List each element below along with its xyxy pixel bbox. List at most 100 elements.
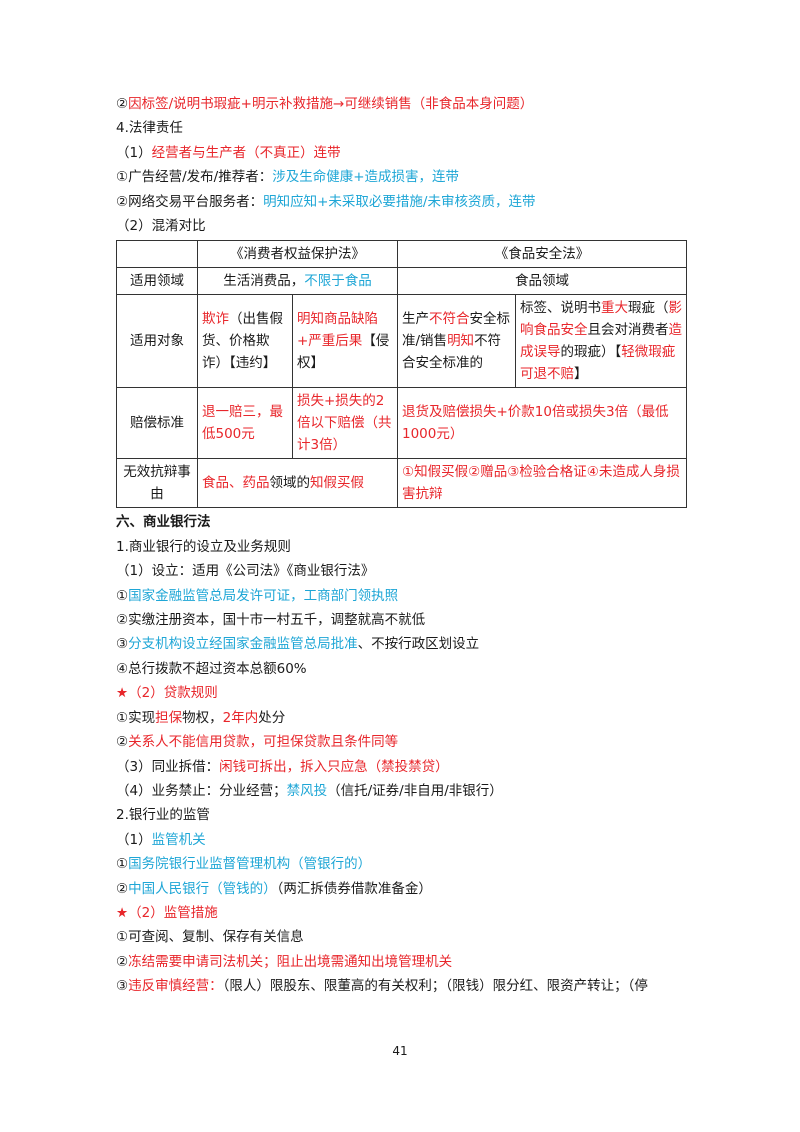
table-row-objects: 适用对象 欺诈（出售假货、价格欺诈）【违约】 明知商品缺陷+严重后果【侵权】 生… [116,294,687,389]
text-run: ★（2）监管措施 [116,904,218,921]
text-run: ① [116,587,129,604]
text-run: 不限于食品 [304,273,372,290]
text-run: 生活消费品， [223,273,305,290]
text-run: 明知商品缺陷+严重后果 [297,311,378,350]
text-run: ② [116,96,129,112]
text-run: 经营者与生产者（不真正）连带 [151,144,341,161]
text-run: （两汇拆债券借款准备金） [276,880,432,897]
line-capital: ②实缴注册资本，国十市一村五千，调整就高不就低 [116,608,696,632]
text-run: 知假买假 [310,475,364,492]
cell-objects-label: 标签、说明书重大瑕疵（影响食品安全且会对消费者造成误导的瑕疵）【轻微瑕疵可退不赔… [515,294,687,389]
cell-comp-food: 退货及赔偿损失+价款10倍或损失3倍（最低1000元） [397,387,687,460]
line-collateral: ①实现担保物权，2年内处分 [116,706,696,730]
line-prohibitions: （4）业务禁止：分业经营；禁风投（信托/证券/非自用/非银行） [116,779,696,803]
cell-defense-food: ①知假买假②赠品③检验合格证④未造成人身损害抗辩 [397,458,687,509]
text-run: 担保 [155,709,183,726]
cell-objects-fraud: 欺诈（出售假货、价格欺诈）【违约】 [197,294,293,389]
heading-supervision: 2.银行业的监管 [116,803,696,827]
line-license: ①国家金融监管总局发许可证，工商部门领执照 [116,584,696,608]
line-loan-rules: ★（2）贷款规则 [116,681,696,705]
text-run: 【 [614,344,622,361]
text-run: 不符合 [429,311,470,328]
text-run: ①广告经营/发布/推荐者： [116,169,273,186]
text-run: 闲钱可拆出，拆入只应急（禁投禁贷） [219,758,449,775]
text-run: ② [116,734,129,751]
row-label-invalid-defense: 无效抗辩事由 [116,458,198,509]
line-joint-liability: （1）经营者与生产者（不真正）连带 [116,141,696,165]
line-confusion-compare: （2）混淆对比 [116,214,696,238]
cell-objects-defect: 明知商品缺陷+严重后果【侵权】 [292,294,398,389]
text-run: 轻微瑕疵可退不赔 [520,344,676,383]
text-run: 分支机构设立经国家金融监管总局批准 [128,636,358,653]
text-run: 欺诈 [202,311,229,328]
text-run: 标签、说明书 [520,300,601,317]
text-run: 1.商业银行的设立及业务规则 [116,538,291,555]
line-state-council: ①国务院银行业监督管理机构（管银行的） [116,852,696,876]
text-run: 关系人不能信用贷款，可担保贷款且条件同等 [128,734,399,751]
text-run: 、不按行政区划设立 [357,636,480,653]
table-row-scope: 适用领域 生活消费品，不限于食品 食品领域 [116,267,687,296]
text-run: ② [116,953,129,970]
header-food-safety-law: 《食品安全法》 [397,240,687,269]
text-run: 造成误导 [520,322,682,361]
text-run: ①知假买假②赠品③检验合格证④未造成人身损害抗辩 [402,464,680,503]
comparison-table: 《消费者权益保护法》 《食品安全法》 适用领域 生活消费品，不限于食品 食品领域… [116,240,687,509]
line-establishment: （1）设立：适用《公司法》《商业银行法》 [116,559,696,583]
line-regulators: （1）监管机关 [116,828,696,852]
text-run: ② [116,880,129,897]
line-allocation: ④总行拨款不超过资本总额60% [116,657,696,681]
text-run: 六、商业银行法 [116,514,211,531]
text-run: 安全标准/销售 [402,311,510,350]
text-run: （1）设立：适用《公司法》《商业银行法》 [116,563,375,580]
line-measures: ★（2）监管措施 [116,901,696,925]
text-run: 生产 [402,311,429,328]
heading-establishment-rules: 1.商业银行的设立及业务规则 [116,535,696,559]
row-label-compensation: 赔偿标准 [116,387,198,460]
row-label-scope: 适用领域 [116,267,198,296]
line-interbank: （3）同业拆借：闲钱可拆出，拆入只应急（禁投禁贷） [116,755,696,779]
text-block-top: ②因标签/说明书瑕疵+明示补救措施→可继续销售（非食品本身问题）4.法律责任（1… [116,92,696,238]
text-run: 冻结需要申请司法机关；阻止出境需通知出境管理机关 [128,953,453,970]
text-run: ①可查阅、复制、保存有关信息 [116,929,304,946]
text-run: 禁风投 [286,782,328,799]
text-run: ③ [116,978,129,995]
table-row-invalid-defense: 无效抗辩事由 食品、药品领域的知假买假 ①知假买假②赠品③检验合格证④未造成人身… [116,458,687,509]
text-run: （限人）限股东、限董高的有关权利；（限钱）限分红、限资产转让；（停 [222,978,648,995]
text-run: 2.银行业的监管 [116,807,210,824]
text-run: 的瑕疵） [560,344,615,361]
page-number: 41 [392,1044,408,1058]
document-page: ②因标签/说明书瑕疵+明示补救措施→可继续销售（非食品本身问题）4.法律责任（1… [116,92,696,999]
text-run: （4）业务禁止：分业经营； [116,782,287,799]
text-block-bottom: 六、商业银行法 1.商业银行的设立及业务规则 （1）设立：适用《公司法》《商业银行法… [116,510,696,998]
text-run: 监管机关 [151,831,206,848]
text-run: （3）同业拆借： [116,758,220,775]
text-run: ③ [116,636,129,653]
text-run: 【侵权】 [297,333,390,372]
text-run: 不符合安全标准的 [402,333,502,372]
text-run: 物权， [182,709,223,726]
text-run: 食品、药品 [202,475,270,492]
line-inspect: ①可查阅、复制、保存有关信息 [116,925,696,949]
text-run: 食品领域 [515,273,569,290]
table-header-row: 《消费者权益保护法》 《食品安全法》 [116,240,687,269]
text-run: 损失+损失的2倍以下赔偿（共计3倍） [297,393,392,454]
text-run: 国家金融监管总局发许可证，工商部门领执照 [128,587,399,604]
table-corner-cell [116,240,198,269]
line-platform: ②网络交易平台服务者：明知应知+未采取必要措施/未审核资质，连带 [116,190,696,214]
text-run: 涉及生命健康+造成损害，连带 [272,169,460,186]
text-run: 明知应知+未采取必要措施/未审核资质，连带 [263,193,536,210]
text-run: 瑕疵（ [628,300,669,317]
cell-defense-consumer: 食品、药品领域的知假买假 [197,458,398,509]
text-run: 重大 [601,300,628,317]
text-run: 处分 [258,709,286,726]
header-consumer-law: 《消费者权益保护法》 [197,240,398,269]
text-run: 2年内 [222,709,259,726]
text-run: （1） [116,831,152,848]
row-label-objects: 适用对象 [116,294,198,389]
text-run: 退货及赔偿损失+价款10倍或损失3倍（最低1000元） [402,404,669,443]
table-row-compensation: 赔偿标准 退一赔三，最低500元 损失+损失的2倍以下赔偿（共计3倍） 退货及赔… [116,387,687,460]
text-run: （信托/证券/非自用/非银行） [327,782,503,799]
text-run: 】 [574,366,588,383]
text-run: （2）混淆对比 [116,218,206,235]
cell-objects-standard: 生产不符合安全标准/销售明知不符合安全标准的 [397,294,516,389]
